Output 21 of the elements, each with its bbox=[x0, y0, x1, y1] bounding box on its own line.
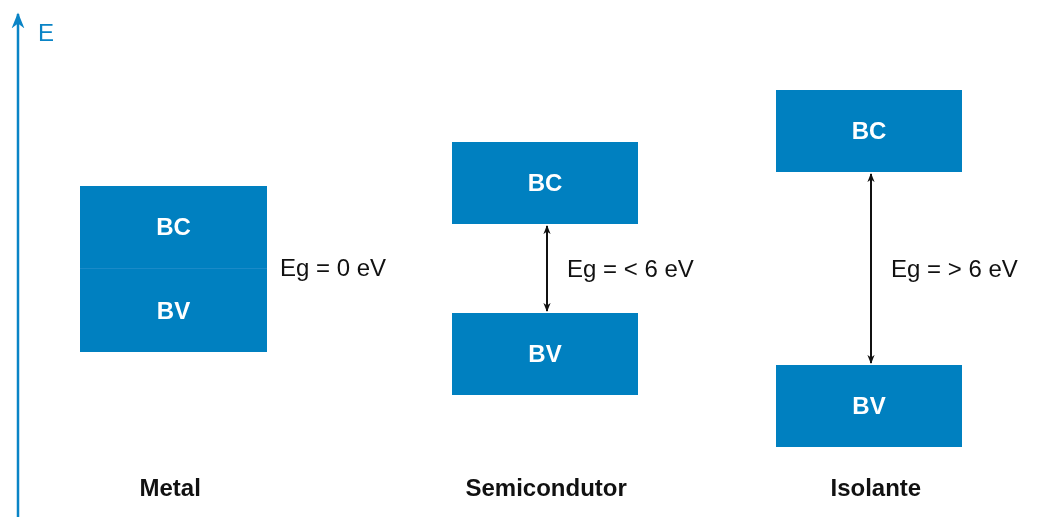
double-arrow bbox=[543, 225, 551, 312]
edge-label: Eg = < 6 eV bbox=[567, 256, 694, 281]
column-heading: Isolante bbox=[830, 476, 922, 500]
column-heading: Semicondutor bbox=[465, 476, 627, 500]
column-heading: Metal bbox=[139, 476, 201, 500]
energy-band bbox=[452, 142, 638, 224]
energy-band bbox=[776, 90, 962, 172]
double-arrow bbox=[867, 173, 875, 364]
energy-band bbox=[452, 313, 638, 395]
band-label: BC bbox=[156, 213, 191, 241]
band-label: BV bbox=[852, 392, 886, 420]
energy-band bbox=[776, 365, 962, 447]
energy-band bbox=[80, 186, 267, 268]
gap-label: Eg = 0 eV bbox=[280, 256, 387, 280]
band-label: BV bbox=[156, 296, 191, 325]
band-label: BV bbox=[528, 340, 562, 368]
axis-label: E bbox=[38, 21, 54, 45]
band-label: BC bbox=[851, 117, 887, 145]
band-label: BC bbox=[527, 169, 563, 197]
edge-label: Eg = > 6 eV bbox=[891, 256, 1018, 281]
energy-band bbox=[80, 268, 267, 352]
